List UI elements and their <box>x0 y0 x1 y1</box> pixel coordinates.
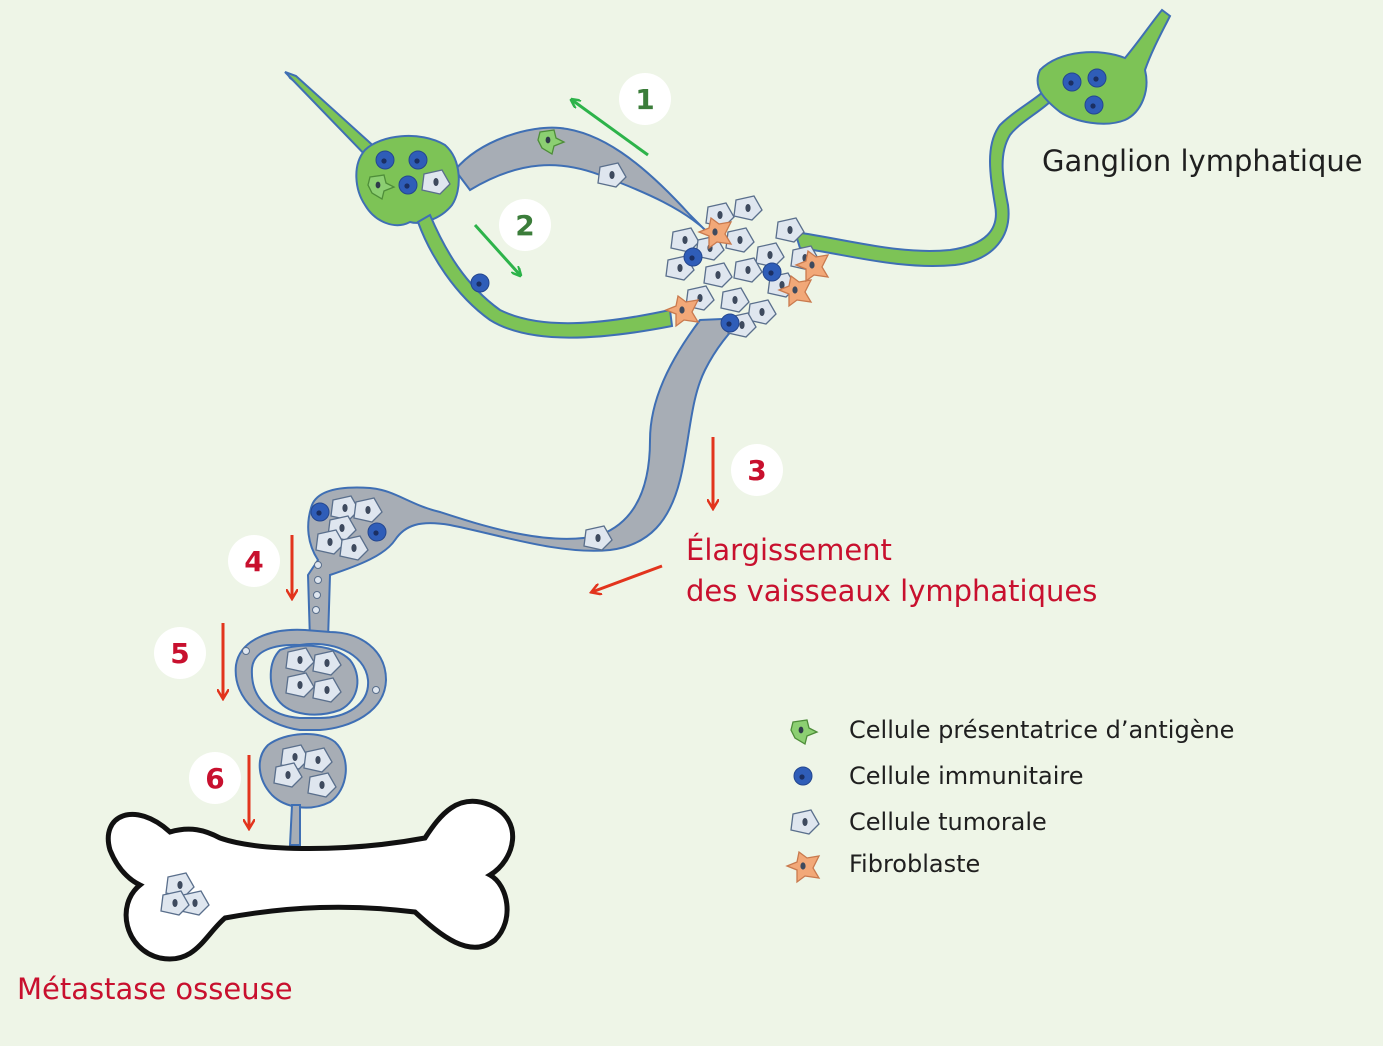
legend-label-tumor-cell: Cellule tumorale <box>849 808 1047 836</box>
step-6-badge: 6 <box>189 752 241 804</box>
step-number: 4 <box>244 544 264 578</box>
step-number: 1 <box>635 82 655 116</box>
arrow-enlargement <box>592 564 663 592</box>
step-3-badge: 3 <box>731 444 783 496</box>
left-lymph-node <box>284 71 674 339</box>
step-number: 6 <box>205 761 225 795</box>
step-5-badge: 5 <box>154 627 206 679</box>
tumor-cell-icon <box>790 809 820 835</box>
vessel-enlargement-label-line2: des vaisseaux lymphatiques <box>686 574 1098 608</box>
legend-label-fibroblast: Fibroblaste <box>849 850 981 878</box>
antigen-presenting-cell-icon <box>790 719 818 745</box>
lymph-node-label: Ganglion lymphatique <box>1042 144 1363 178</box>
bone-metastasis-label: Métastase osseuse <box>17 972 293 1006</box>
arrow-step-1 <box>572 100 649 157</box>
enlarged-lymph-vessel <box>306 316 749 641</box>
step-number: 2 <box>515 208 535 242</box>
fibroblast-icon <box>786 851 820 883</box>
vessel-cells <box>160 495 613 916</box>
legend-label-immune-cell: Cellule immunitaire <box>849 762 1084 790</box>
step-2-badge: 2 <box>499 199 551 251</box>
step-number: 5 <box>170 636 190 670</box>
step-number: 3 <box>747 453 767 487</box>
vessel-enlargement-label-line1: Élargissement <box>686 533 892 567</box>
legend-label-antigen-presenting-cell: Cellule présentatrice d’antigène <box>849 716 1235 744</box>
upper-lymph-vessel <box>453 126 716 241</box>
right-lymph-node <box>793 8 1172 267</box>
bone <box>105 798 516 962</box>
arrow-step-2 <box>473 223 520 275</box>
step-4-badge: 4 <box>228 535 280 587</box>
step-1-badge: 1 <box>619 73 671 125</box>
immune-cell-icon <box>793 766 813 786</box>
